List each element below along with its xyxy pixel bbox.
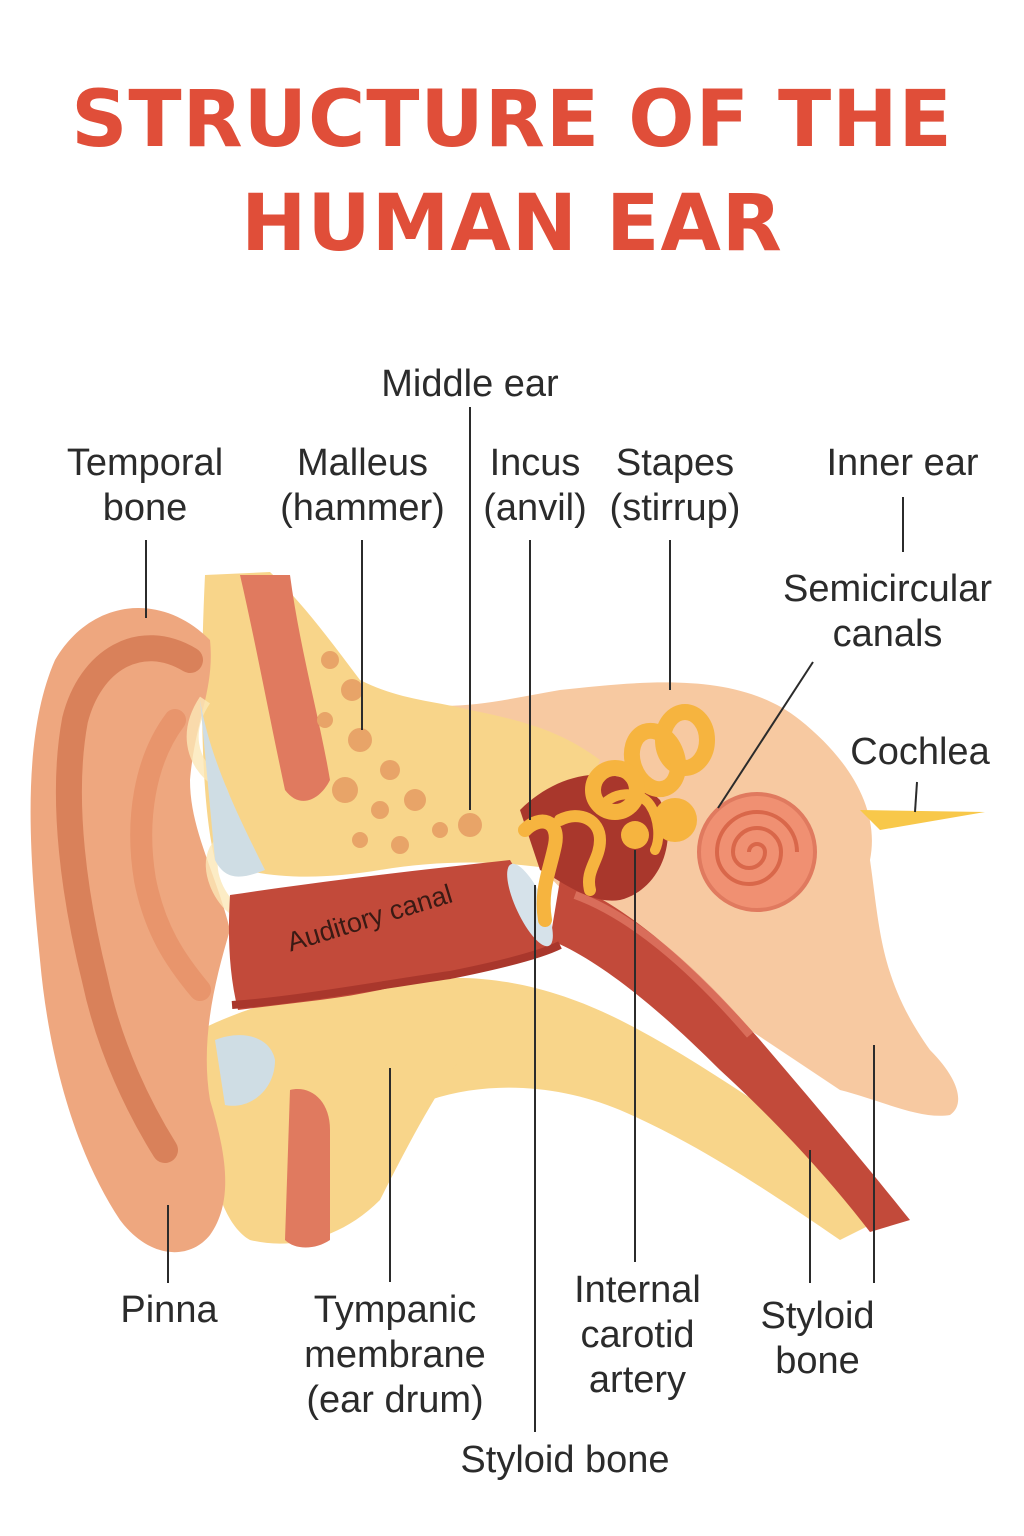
- leader-cochlea: [914, 781, 918, 813]
- internal-carotid-artery-label: Internal carotid artery: [574, 1269, 701, 1401]
- malleus-shape: [518, 814, 563, 927]
- auditory-canal-shape: [228, 860, 561, 1010]
- carotid-tube: [550, 880, 910, 1232]
- lower-tissue: [390, 977, 900, 1240]
- incus-label: Incus (anvil): [483, 442, 587, 529]
- cochlea-shape: [697, 792, 817, 912]
- styloid-bone-bottom-label: Styloid bone: [460, 1439, 670, 1481]
- leader-semicircular: [717, 661, 814, 809]
- semicircular-canals-label: Semicircular canals: [782, 568, 993, 655]
- stapes-shape: [595, 789, 664, 855]
- auditory-nerve: [860, 810, 985, 830]
- title-line-1: STRUCTURE OF THE: [71, 75, 953, 165]
- cochlea-label: Cochlea: [850, 731, 990, 773]
- malleus-label: Malleus (hammer): [280, 442, 445, 529]
- lower-bone: [200, 985, 500, 1244]
- stapes-label: Stapes (stirrup): [609, 442, 741, 529]
- inner-ear-label: Inner ear: [826, 442, 979, 484]
- tympanic-membrane-label: Tympanic membrane (ear drum): [304, 1289, 486, 1421]
- pinna-label: Pinna: [120, 1289, 218, 1331]
- title-line-2: HUMAN EAR: [241, 179, 783, 269]
- incus-shape: [554, 810, 607, 896]
- styloid-bone-right-label: Styloid bone: [760, 1295, 875, 1382]
- temporal-bone-label: Temporal bone: [66, 442, 224, 529]
- semicircular-canals-shape: [585, 704, 715, 820]
- middle-ear-label: Middle ear: [381, 363, 559, 405]
